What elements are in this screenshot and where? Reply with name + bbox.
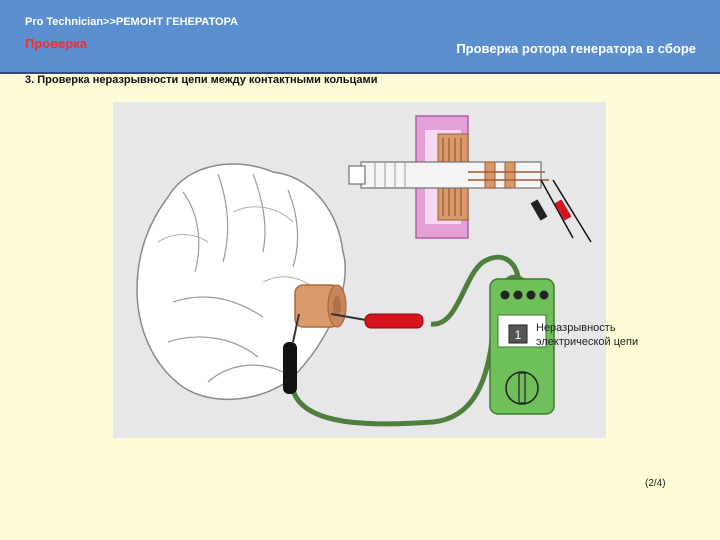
test-leads [283, 254, 530, 427]
continuity-callout: Неразрывность электрической цепи [536, 322, 639, 348]
section-title: Проверка [25, 36, 87, 51]
illustration-panel: 1 Неразрывность электрической цепи [113, 102, 638, 438]
alternator-rotor [136, 163, 346, 401]
breadcrumb: Pro Technician>>РЕМОНТ ГЕНЕРАТОРА [25, 16, 238, 28]
meter-display: 1 [515, 328, 522, 342]
step-title: 3. Проверка неразрывности цепи между кон… [25, 74, 378, 86]
page-title: Проверка ротора генератора в сборе [456, 41, 696, 56]
page-indicator: (2/4) [645, 478, 666, 489]
rotor-cross-section [348, 115, 592, 243]
multimeter: 1 [489, 278, 555, 415]
alternator-diagram: 1 [136, 115, 592, 427]
slip-ring [294, 284, 347, 328]
header-bar: Pro Technician>>РЕМОНТ ГЕНЕРАТОРА Провер… [0, 0, 720, 74]
